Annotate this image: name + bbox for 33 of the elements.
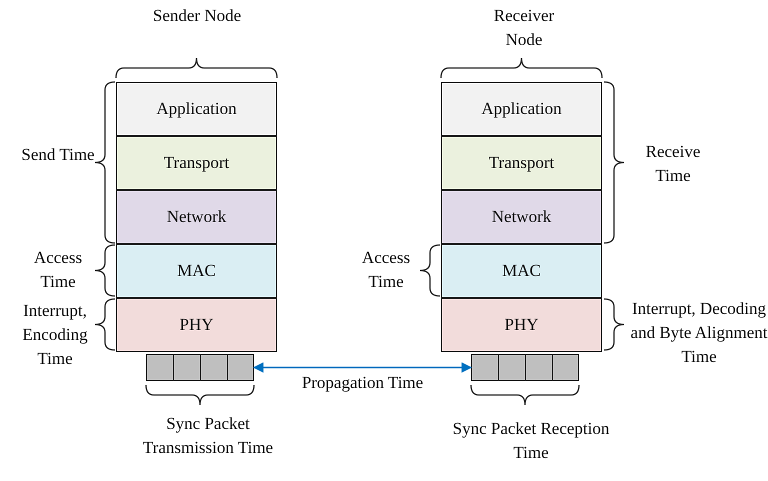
layer-box — [116, 244, 277, 298]
annotation-label: Sender Node — [152, 5, 242, 27]
packet-box — [146, 354, 254, 381]
annotation-label: Access Time — [360, 247, 412, 293]
layer-label: MAC — [502, 260, 541, 282]
layer-box — [116, 82, 277, 136]
arrow — [252, 362, 472, 373]
annotation-label: Sync Packet Reception Time — [452, 418, 610, 464]
annotation-label: Send Time — [20, 144, 96, 166]
packet-box — [471, 354, 579, 381]
layer-box — [441, 298, 602, 352]
annotation-label: Access Time — [32, 247, 84, 293]
annotation-label: Receive Time — [644, 141, 702, 187]
layer-label: Application — [156, 98, 237, 120]
layer-label: Application — [481, 98, 562, 120]
layer-box — [116, 298, 277, 352]
layer-box — [441, 190, 602, 244]
layer-label: Transport — [488, 152, 554, 174]
layer-box — [441, 82, 602, 136]
layer-label: PHY — [179, 314, 214, 336]
annotation-label: Receiver Node — [492, 5, 556, 51]
layer-label: MAC — [177, 260, 216, 282]
layer-box — [441, 244, 602, 298]
layer-label: PHY — [504, 314, 538, 336]
layer-label: Network — [492, 206, 552, 228]
annotation-label: Interrupt, Decoding and Byte Alignment Time — [630, 298, 768, 368]
layer-label: Network — [166, 206, 226, 228]
layer-box — [116, 136, 277, 190]
layer-box — [441, 136, 602, 190]
layer-label: Transport — [164, 152, 230, 174]
layer-box — [116, 190, 277, 244]
annotation-label: Interrupt, Encoding Time — [21, 300, 89, 370]
annotation-label: Sync Packet Transmission Time — [142, 413, 274, 459]
